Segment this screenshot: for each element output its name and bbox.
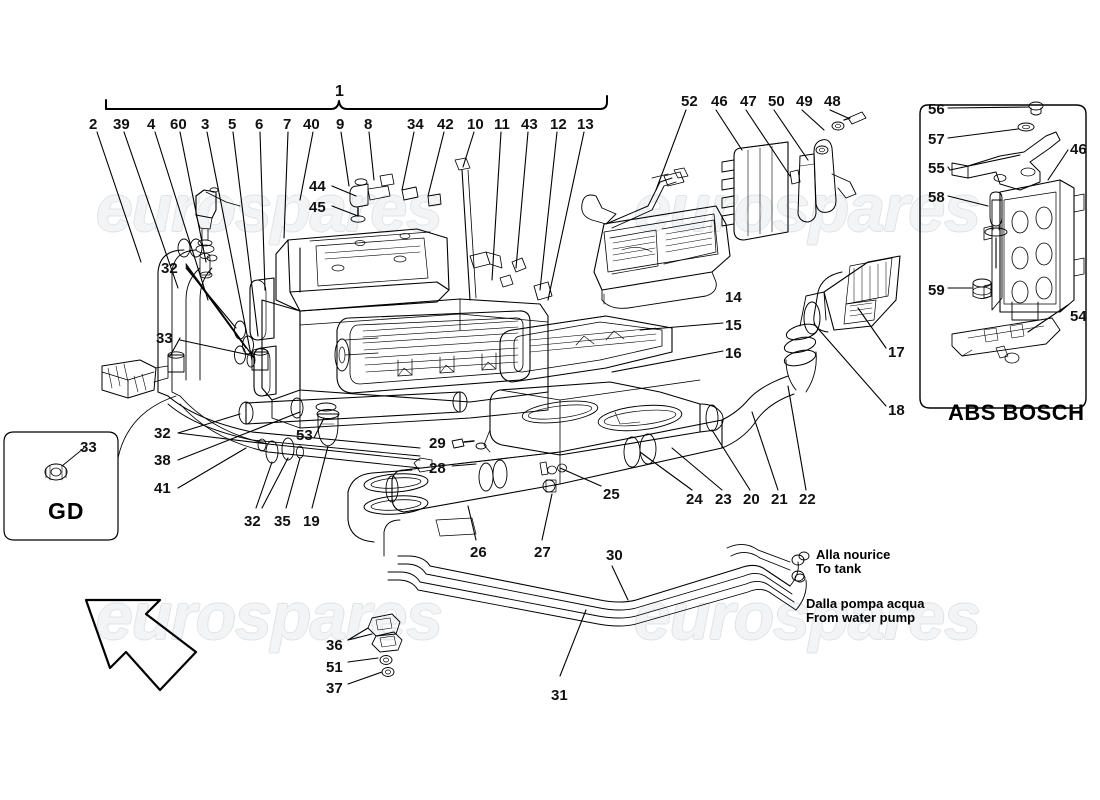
callout-50: 50 bbox=[768, 93, 785, 110]
abs-bosch-label: ABS BOSCH bbox=[948, 400, 1085, 425]
callout-9: 9 bbox=[336, 116, 345, 133]
callout-4: 4 bbox=[147, 116, 156, 133]
callout-60: 60 bbox=[170, 116, 187, 133]
callout-19: 19 bbox=[303, 513, 320, 530]
callout-54: 54 bbox=[1070, 308, 1087, 325]
callout-42: 42 bbox=[437, 116, 454, 133]
callout-23: 23 bbox=[715, 491, 732, 508]
callout-13: 13 bbox=[577, 116, 594, 133]
callout-8: 8 bbox=[364, 116, 373, 133]
callout-46-abs: 46 bbox=[1070, 141, 1087, 158]
watermark-text: eurospares bbox=[634, 171, 981, 245]
callout-10: 10 bbox=[467, 116, 484, 133]
callout-58: 58 bbox=[928, 189, 945, 206]
callout-27: 27 bbox=[534, 544, 551, 561]
callout-34: 34 bbox=[407, 116, 424, 133]
callout-24: 24 bbox=[686, 491, 703, 508]
callout-32-lower: 32 bbox=[154, 425, 171, 442]
callout-20: 20 bbox=[743, 491, 760, 508]
callout-55: 55 bbox=[928, 160, 945, 177]
to-tank-note-en: To tank bbox=[816, 561, 862, 576]
gd-label: GD bbox=[48, 498, 85, 524]
callout-56: 56 bbox=[928, 101, 945, 118]
from-pump-note-en: From water pump bbox=[806, 610, 916, 625]
callout-45: 45 bbox=[309, 199, 326, 216]
callout-32-bottom: 32 bbox=[244, 513, 261, 530]
callout-18: 18 bbox=[888, 402, 905, 419]
callout-group-1: 1 bbox=[335, 83, 344, 100]
callout-11: 11 bbox=[494, 116, 510, 133]
callout-33-gd: 33 bbox=[80, 439, 97, 456]
callout-16: 16 bbox=[725, 345, 742, 362]
callout-49: 49 bbox=[796, 93, 813, 110]
callout-46-top: 46 bbox=[711, 93, 728, 110]
callout-6: 6 bbox=[255, 116, 264, 133]
callout-21: 21 bbox=[771, 491, 788, 508]
callout-39: 39 bbox=[113, 116, 130, 133]
callout-38: 38 bbox=[154, 452, 171, 469]
callout-25: 25 bbox=[603, 486, 620, 503]
callout-28: 28 bbox=[429, 460, 446, 477]
callout-36: 36 bbox=[326, 637, 343, 654]
callout-57: 57 bbox=[928, 131, 945, 148]
callout-48: 48 bbox=[824, 93, 841, 110]
callout-26: 26 bbox=[470, 544, 487, 561]
callout-35: 35 bbox=[274, 513, 291, 530]
callout-17: 17 bbox=[888, 344, 905, 361]
callout-22: 22 bbox=[799, 491, 816, 508]
callout-40: 40 bbox=[303, 116, 320, 133]
callout-47: 47 bbox=[740, 93, 757, 110]
callout-32-upper: 32 bbox=[161, 260, 178, 277]
callout-12: 12 bbox=[550, 116, 567, 133]
watermark-text: eurospares bbox=[96, 579, 443, 653]
callout-52: 52 bbox=[681, 93, 698, 110]
callout-5: 5 bbox=[228, 116, 237, 133]
to-tank-note-it: Alla nourice bbox=[816, 547, 891, 562]
callout-15: 15 bbox=[725, 317, 742, 334]
callout-51: 51 bbox=[326, 659, 343, 676]
callout-14: 14 bbox=[725, 289, 742, 306]
callout-29: 29 bbox=[429, 435, 446, 452]
callout-43: 43 bbox=[521, 116, 538, 133]
callout-7: 7 bbox=[283, 116, 292, 133]
callout-41: 41 bbox=[154, 480, 171, 497]
callout-53: 53 bbox=[296, 427, 313, 444]
callout-3: 3 bbox=[201, 116, 210, 133]
callout-37: 37 bbox=[326, 680, 343, 697]
callout-31: 31 bbox=[551, 687, 568, 704]
callout-2: 2 bbox=[89, 116, 98, 133]
watermark-text: eurospares bbox=[96, 171, 443, 245]
callout-59: 59 bbox=[928, 282, 945, 299]
callout-30: 30 bbox=[606, 547, 623, 564]
callout-33-main: 33 bbox=[156, 330, 173, 347]
from-pump-note-it: Dalla pompa acqua bbox=[806, 596, 925, 611]
callout-44: 44 bbox=[309, 178, 326, 195]
